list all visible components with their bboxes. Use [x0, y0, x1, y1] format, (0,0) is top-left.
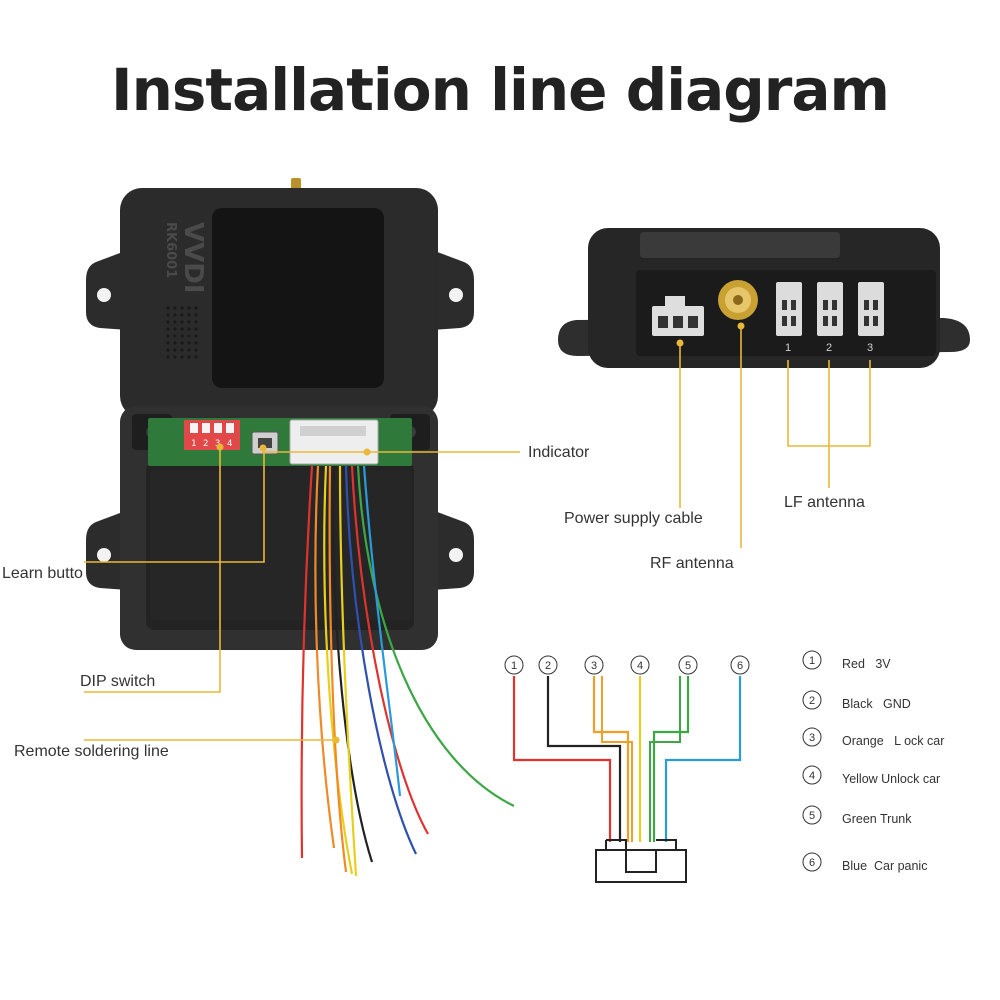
callout-leaders	[84, 322, 871, 744]
lf-port-number: 3	[867, 342, 873, 354]
device-brand: VVDI	[178, 222, 208, 294]
callout-learn-button: Learn butto	[2, 565, 83, 582]
legend-marker	[802, 805, 822, 825]
dip-position-label: 2	[203, 439, 208, 449]
lf-port	[817, 282, 843, 336]
legend-marker	[802, 765, 822, 785]
pin-number: 6	[737, 660, 743, 672]
wire-color-legend: 1 Red 3V 2 Black GND 3 Orange L ock car 4 Yello…	[802, 650, 944, 873]
bundle-wire	[356, 465, 515, 807]
callout-lf-antenna: LF antenna	[784, 494, 865, 511]
legend-number: 6	[809, 857, 815, 869]
lf-port-number: 1	[785, 342, 791, 354]
callout-power-supply-cable: Power supply cable	[564, 510, 703, 527]
legend-marker	[802, 690, 822, 710]
pin-marker	[730, 655, 750, 675]
pin-marker	[630, 655, 650, 675]
schematic-wire	[592, 676, 630, 842]
callout-dip-switch: DIP switch	[80, 673, 155, 690]
dip-position-label: 4	[227, 439, 232, 449]
schematic-wire	[601, 676, 633, 842]
lf-port-number: 2	[826, 342, 832, 354]
plug-connector	[595, 839, 687, 883]
bundle-wire	[314, 465, 336, 849]
legend-number: 2	[809, 695, 815, 707]
schematic-wire	[652, 676, 690, 842]
legend-marker	[802, 852, 822, 872]
device-model: RK6001	[163, 222, 178, 278]
dip-toggle	[214, 423, 222, 433]
legend-entry: Yellow Unlock car	[842, 772, 940, 786]
pin-marker	[538, 655, 558, 675]
pin-marker	[584, 655, 604, 675]
bundle-wire	[362, 465, 402, 797]
pin-marker	[504, 655, 524, 675]
bundle-wire	[328, 465, 348, 873]
wiring-schematic: 1 2 3 4 5 6	[504, 655, 750, 842]
pin-number: 4	[637, 660, 643, 672]
dip-position-label: 1	[191, 439, 196, 449]
pin-number: 3	[591, 660, 597, 672]
legend-entry: Green Trunk	[842, 812, 912, 826]
schematic-wire	[649, 676, 681, 842]
bundle-wire	[332, 465, 374, 863]
pin-number: 1	[511, 660, 517, 672]
bundle-wire	[344, 465, 417, 855]
pin-number: 2	[545, 660, 551, 672]
dip-toggle	[202, 423, 210, 433]
dip-position-label: 3	[215, 439, 220, 449]
speaker-grille	[166, 306, 198, 359]
schematic-wire	[512, 676, 612, 842]
legend-marker	[802, 727, 822, 747]
legend-entry: Black GND	[842, 697, 911, 711]
schematic-wire	[546, 676, 622, 842]
legend-entry: Orange L ock car	[842, 734, 944, 748]
legend-number: 1	[809, 655, 815, 667]
lf-port	[776, 282, 802, 336]
page-title: Installation line diagram	[111, 56, 889, 124]
legend-entry: Red 3V	[842, 657, 891, 671]
legend-marker	[802, 650, 822, 670]
bundle-wire	[323, 465, 354, 875]
legend-entry: Blue Car panic	[842, 859, 927, 873]
lf-port	[858, 282, 884, 336]
callout-rf-antenna: RF antenna	[650, 555, 734, 572]
schematic-wire	[664, 676, 742, 842]
legend-number: 5	[809, 810, 815, 822]
dip-toggle	[190, 423, 198, 433]
device-label-panel	[212, 208, 384, 388]
side-view-unit: 1 2 3	[558, 228, 970, 368]
bundle-wire	[350, 465, 429, 835]
bundle-wire	[300, 465, 314, 859]
callout-indicator: Indicator	[528, 444, 590, 461]
callout-remote-soldering-line: Remote soldering line	[14, 743, 169, 760]
legend-number: 3	[809, 732, 815, 744]
dip-toggle	[226, 423, 234, 433]
pin-marker	[678, 655, 698, 675]
bundle-wire	[338, 465, 358, 877]
legend-number: 4	[809, 770, 815, 782]
wire-bundle	[300, 465, 515, 877]
pin-number: 5	[685, 660, 691, 672]
